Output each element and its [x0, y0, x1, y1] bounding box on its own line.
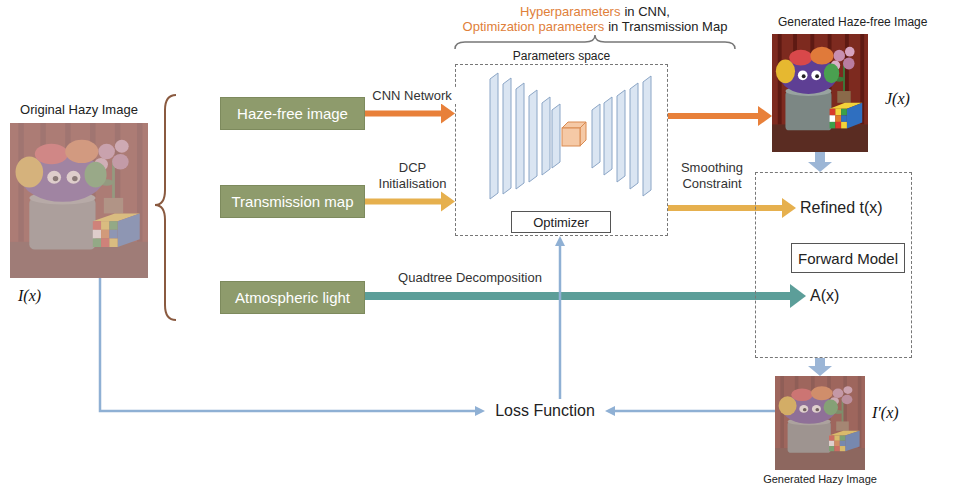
highlighted-term: Hyperparameters — [520, 4, 620, 19]
variable-label: A(x) — [806, 285, 843, 307]
edge-label: DCP Initialisation — [370, 160, 455, 191]
arrowhead — [605, 406, 615, 416]
connector-line — [365, 292, 791, 300]
cnn-layers — [490, 73, 651, 199]
node-text: Refined t(x) — [800, 199, 883, 217]
image-title: Generated Hazy Image — [763, 473, 877, 485]
component-box: Transmission map — [220, 185, 365, 218]
connector-arrow — [365, 192, 455, 212]
component-box: Haze-free image — [220, 97, 365, 130]
connector-line — [668, 113, 759, 119]
connector-arrow — [100, 278, 485, 416]
connector-arrow — [365, 284, 806, 308]
output-image: Generated Haze-free ImageJ(x) — [772, 34, 868, 152]
arrowhead — [441, 192, 455, 212]
arrowhead — [782, 198, 796, 218]
connector-line — [559, 245, 562, 399]
connector-arrow — [808, 152, 832, 172]
connector-line — [815, 152, 825, 163]
component-box: Atmospheric light — [220, 281, 365, 314]
process-box: Forward Model — [791, 243, 905, 273]
node-text: Haze-free image — [237, 105, 348, 122]
connector-line — [365, 199, 442, 205]
connector-line — [614, 410, 775, 413]
annotation-line: Hyperparameters in CNN, — [395, 4, 795, 19]
haze — [10, 123, 148, 278]
node-text: Atmospheric light — [235, 289, 350, 306]
connector-line — [815, 358, 825, 367]
parameter-space-box: Parameters spaceOptimizer — [455, 64, 668, 236]
edge-label: CNN Network — [368, 88, 456, 104]
connector-line — [100, 278, 476, 411]
math-label: J(x) — [885, 90, 910, 108]
edge-label: Smoothing Constraint — [672, 160, 752, 191]
optimizer-box: Optimizer — [511, 211, 611, 233]
node-text: A(x) — [810, 287, 839, 305]
connector-arrow — [668, 198, 796, 218]
image-title: Generated Haze-free Image — [778, 15, 927, 29]
top-brace — [455, 35, 735, 49]
math-label: I′(x) — [872, 404, 899, 422]
node-text: Loss Function — [495, 402, 595, 420]
arrowhead — [475, 406, 485, 416]
regenerated-hazy-photo — [775, 376, 865, 470]
arrowhead — [441, 104, 455, 124]
bottleneck-cube — [562, 122, 586, 146]
node-text: Optimizer — [533, 215, 589, 230]
edge-label: Quadtree Decomposition — [390, 270, 550, 286]
image-title: Original Hazy Image — [20, 102, 138, 117]
connector-arrow — [808, 358, 832, 376]
node-text: Transmission map — [232, 193, 354, 210]
clear-photo — [772, 34, 868, 152]
forward-model-group: Refined t(x) Forward ModelA(x) — [755, 172, 912, 358]
annotation-text: in CNN, — [624, 4, 670, 19]
node-text: Forward Model — [798, 250, 898, 267]
connector-arrow — [668, 106, 772, 126]
highlighted-term: Optimization parameters — [463, 19, 605, 34]
hazy-photo — [10, 123, 148, 278]
arrowhead — [808, 162, 832, 172]
group-title: Parameters space — [513, 49, 610, 63]
connector-arrow — [605, 406, 775, 416]
haze — [775, 376, 865, 470]
connector-arrow — [365, 104, 455, 124]
connector-arrow — [555, 236, 565, 399]
connector-line — [668, 205, 783, 211]
left-brace — [155, 95, 176, 320]
variable-label: Refined t(x) — [796, 197, 887, 219]
arrowhead — [758, 106, 772, 126]
arrowhead — [808, 366, 832, 376]
input-image: Original Hazy ImageI(x) — [10, 123, 148, 278]
math-label: I(x) — [18, 287, 41, 305]
reconstructed-image: I′(x)Generated Hazy Image — [775, 376, 865, 470]
arrowhead — [790, 284, 806, 308]
annotation-line: Optimization parametersin Transmission M… — [395, 19, 795, 34]
loss-label: Loss Function — [485, 399, 605, 423]
annotation-text: in Transmission Map — [608, 19, 727, 34]
arrowhead — [555, 236, 565, 246]
connector-line — [365, 111, 442, 117]
